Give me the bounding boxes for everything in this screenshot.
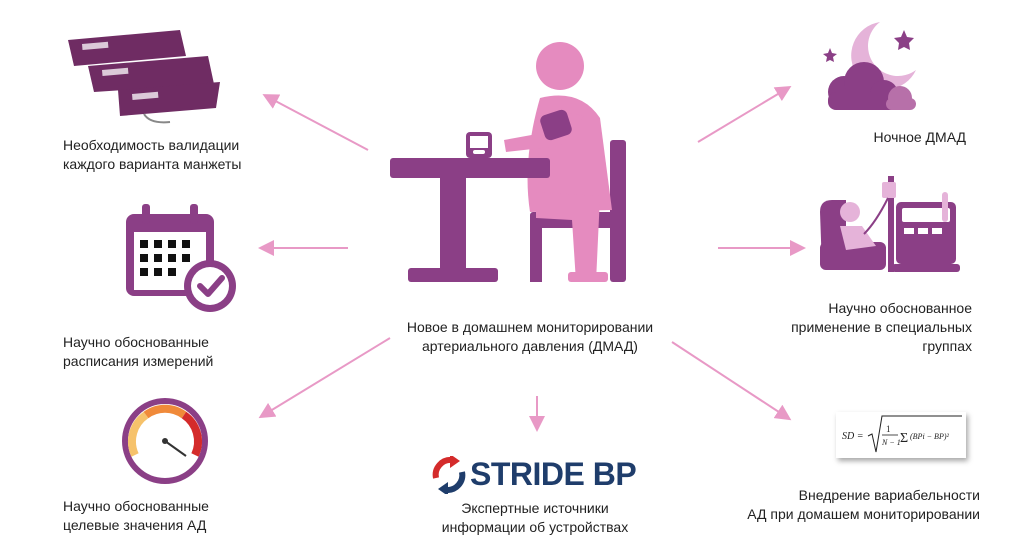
- special-caption-line2: применение в специальных: [791, 319, 972, 335]
- arrow-to-variability: [671, 341, 792, 421]
- targets-caption: Научно обоснованные целевые значения АД: [63, 497, 209, 535]
- stride-arrows-icon: [432, 456, 466, 494]
- sd-formula-lhs: SD =: [842, 431, 863, 442]
- sd-formula-graphic: SD = 1 N − 1 Σ (BPi − BP)²: [842, 415, 962, 453]
- special-caption-line1: Научно обоснованное: [828, 300, 972, 316]
- cuff-caption: Необходимость валидации каждого варианта…: [63, 136, 241, 174]
- arrow-to-cuff: [262, 94, 369, 151]
- variability-caption: Внедрение вариабельности АД при домашем …: [720, 486, 980, 524]
- night-caption: Ночное ДМАД: [830, 128, 966, 147]
- stride-caption: Экспертные источники информации об устро…: [400, 499, 670, 537]
- schedule-caption-line1: Научно обоснованные: [63, 334, 209, 350]
- sd-formula-icon: SD = 1 N − 1 Σ (BPi − BP)²: [836, 412, 966, 458]
- arrow-to-targets: [258, 337, 391, 419]
- schedule-caption-line2: расписания измерений: [63, 353, 214, 369]
- svg-text:Σ: Σ: [900, 431, 908, 446]
- moon-cloud-icon: [823, 22, 916, 110]
- cuff-icon: [68, 30, 220, 124]
- targets-caption-line2: целевые значения АД: [63, 517, 207, 533]
- gauge-icon: [122, 398, 208, 484]
- svg-text:1: 1: [886, 424, 891, 434]
- cuff-caption-line1: Необходимость валидации: [63, 137, 240, 153]
- targets-caption-line1: Научно обоснованные: [63, 498, 209, 514]
- schedule-caption: Научно обоснованные расписания измерений: [63, 333, 213, 371]
- special-caption: Научно обоснованное применение в специал…: [760, 299, 972, 356]
- arm-cuff-icon: [540, 109, 572, 141]
- variability-caption-line1: Внедрение вариабельности: [798, 487, 980, 503]
- night-caption-line1: Ночное ДМАД: [873, 129, 966, 145]
- patient-measuring-bp-illustration: [390, 42, 626, 282]
- stride-logo-text: STRIDE BP: [470, 456, 637, 492]
- center-caption-line1: Новое в домашнем мониторировании: [406, 319, 654, 335]
- variability-caption-line2: АД при домашем мониторировании: [747, 506, 980, 522]
- center-caption-line2: артериального давления (ДМАД): [422, 338, 638, 354]
- table-icon: [390, 158, 550, 282]
- dialysis-patient-icon: [820, 176, 960, 272]
- stride-caption-line2: информации об устройствах: [441, 519, 629, 535]
- svg-text:N − 1: N − 1: [881, 438, 901, 447]
- bp-monitor-icon: [466, 132, 492, 158]
- sd-formula-body: (BPi − BP)²: [910, 432, 949, 441]
- cuff-caption-line2: каждого варианта манжеты: [63, 156, 242, 172]
- arrow-to-night: [697, 85, 792, 143]
- special-caption-line3: группах: [922, 338, 972, 354]
- center-caption: Новое в домашнем мониторировании артериа…: [380, 318, 680, 356]
- stride-bp-logo-icon: STRIDE BP: [430, 454, 640, 494]
- stride-caption-line1: Экспертные источники: [461, 500, 609, 516]
- calendar-check-icon: [126, 204, 236, 312]
